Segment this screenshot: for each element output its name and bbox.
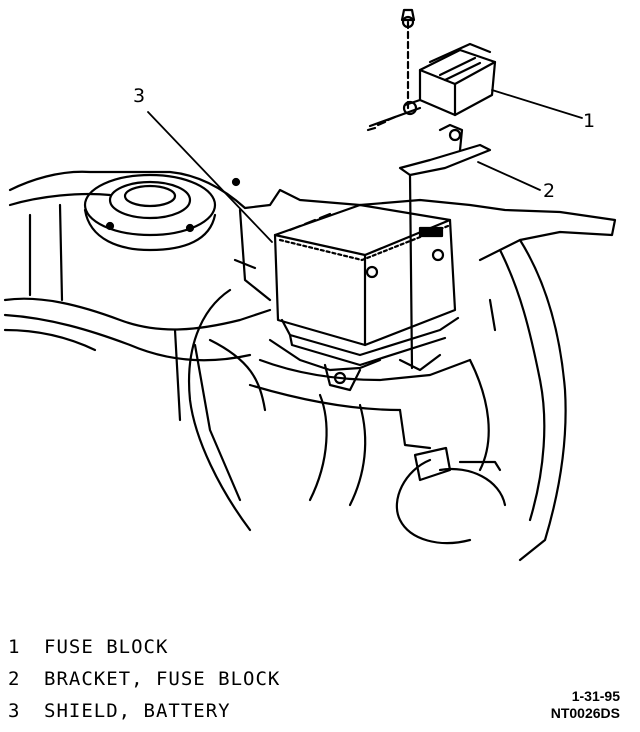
vehicle-body-structure <box>3 170 617 562</box>
strut-tower <box>83 173 241 252</box>
mounting-bolt <box>366 8 422 132</box>
figure-date: 1-31-95 <box>571 688 620 704</box>
legend-item: 3 SHIELD, BATTERY <box>8 700 280 732</box>
legend-item-number: 3 <box>8 700 21 722</box>
legend-item: 2 BRACKET, FUSE BLOCK <box>8 668 280 700</box>
legend-item-number: 2 <box>8 668 21 690</box>
callout-3: 3 <box>133 85 146 107</box>
legend-item-text: BRACKET, FUSE BLOCK <box>44 668 281 690</box>
figure-code: 1-31-95 NT0026DS <box>551 688 620 722</box>
fuse-block-bracket <box>398 123 492 370</box>
legend-item: 1 FUSE BLOCK <box>8 636 280 668</box>
leader-lines <box>147 89 583 243</box>
hose-and-clamp <box>395 446 507 545</box>
legend-item-text: FUSE BLOCK <box>44 636 169 658</box>
figure-id: NT0026DS <box>550 705 620 721</box>
battery-tray <box>268 338 442 392</box>
legend-item-number: 1 <box>8 636 21 658</box>
battery-shield <box>273 203 460 367</box>
fuse-block-installation-drawing <box>3 8 617 562</box>
parts-legend: 1 FUSE BLOCK 2 BRACKET, FUSE BLOCK 3 SHIELD… <box>8 636 280 732</box>
fuse-block <box>402 42 497 117</box>
callout-2: 2 <box>543 180 556 202</box>
callout-1: 1 <box>583 110 596 132</box>
legend-item-text: SHIELD, BATTERY <box>44 700 231 722</box>
